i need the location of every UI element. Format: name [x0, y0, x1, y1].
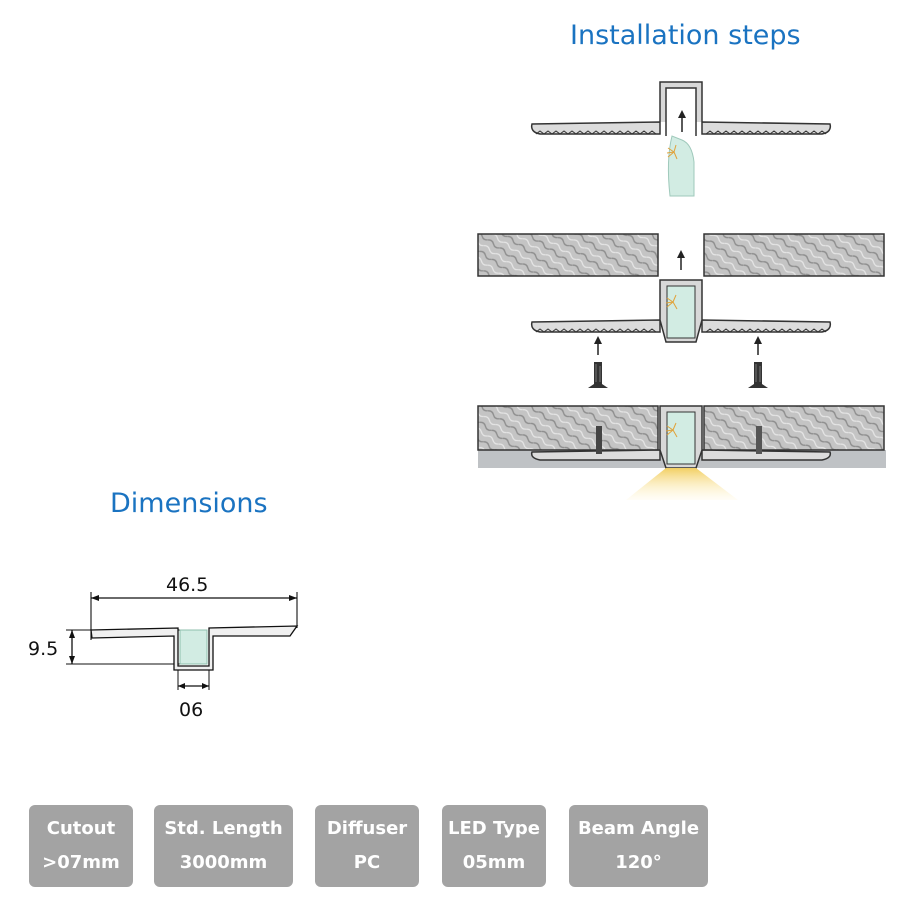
- channel-width-label: 06: [179, 699, 204, 721]
- spec-badge-std-length: Std. Length 3000mm: [154, 805, 293, 887]
- spec-value: 120°: [615, 852, 662, 873]
- spec-badge-beam-angle: Beam Angle 120°: [569, 805, 708, 887]
- spec-label: LED Type: [448, 818, 540, 839]
- step-1-profile: [530, 81, 832, 197]
- spec-label: Diffuser: [326, 818, 408, 839]
- spec-label: Std. Length: [164, 818, 283, 839]
- step-2-profile: [530, 279, 832, 343]
- spec-value: 05mm: [462, 852, 526, 873]
- spec-label: Cutout: [46, 818, 116, 839]
- spec-label: Beam Angle: [577, 818, 700, 839]
- height-dimension-label: 9.5: [28, 638, 59, 660]
- width-dimension-label: 46.5: [166, 574, 209, 596]
- spec-value: 3000mm: [179, 852, 268, 873]
- dimensions-diagram: [66, 592, 299, 690]
- spec-badge-led-type: LED Type 05mm: [442, 805, 546, 887]
- screw-arrows: [588, 336, 768, 388]
- spec-badge-cutout: Cutout >07mm: [29, 805, 133, 887]
- spec-value: PC: [353, 852, 381, 873]
- dimensions-title: Dimensions: [110, 488, 268, 519]
- step-2-boards: [477, 233, 885, 277]
- installation-steps-diagram: [477, 81, 886, 500]
- spec-badge-diffuser: Diffuser PC: [315, 805, 419, 887]
- step-3-installed: [477, 405, 886, 500]
- installation-steps-title: Installation steps: [570, 20, 801, 51]
- spec-value: >07mm: [42, 852, 120, 873]
